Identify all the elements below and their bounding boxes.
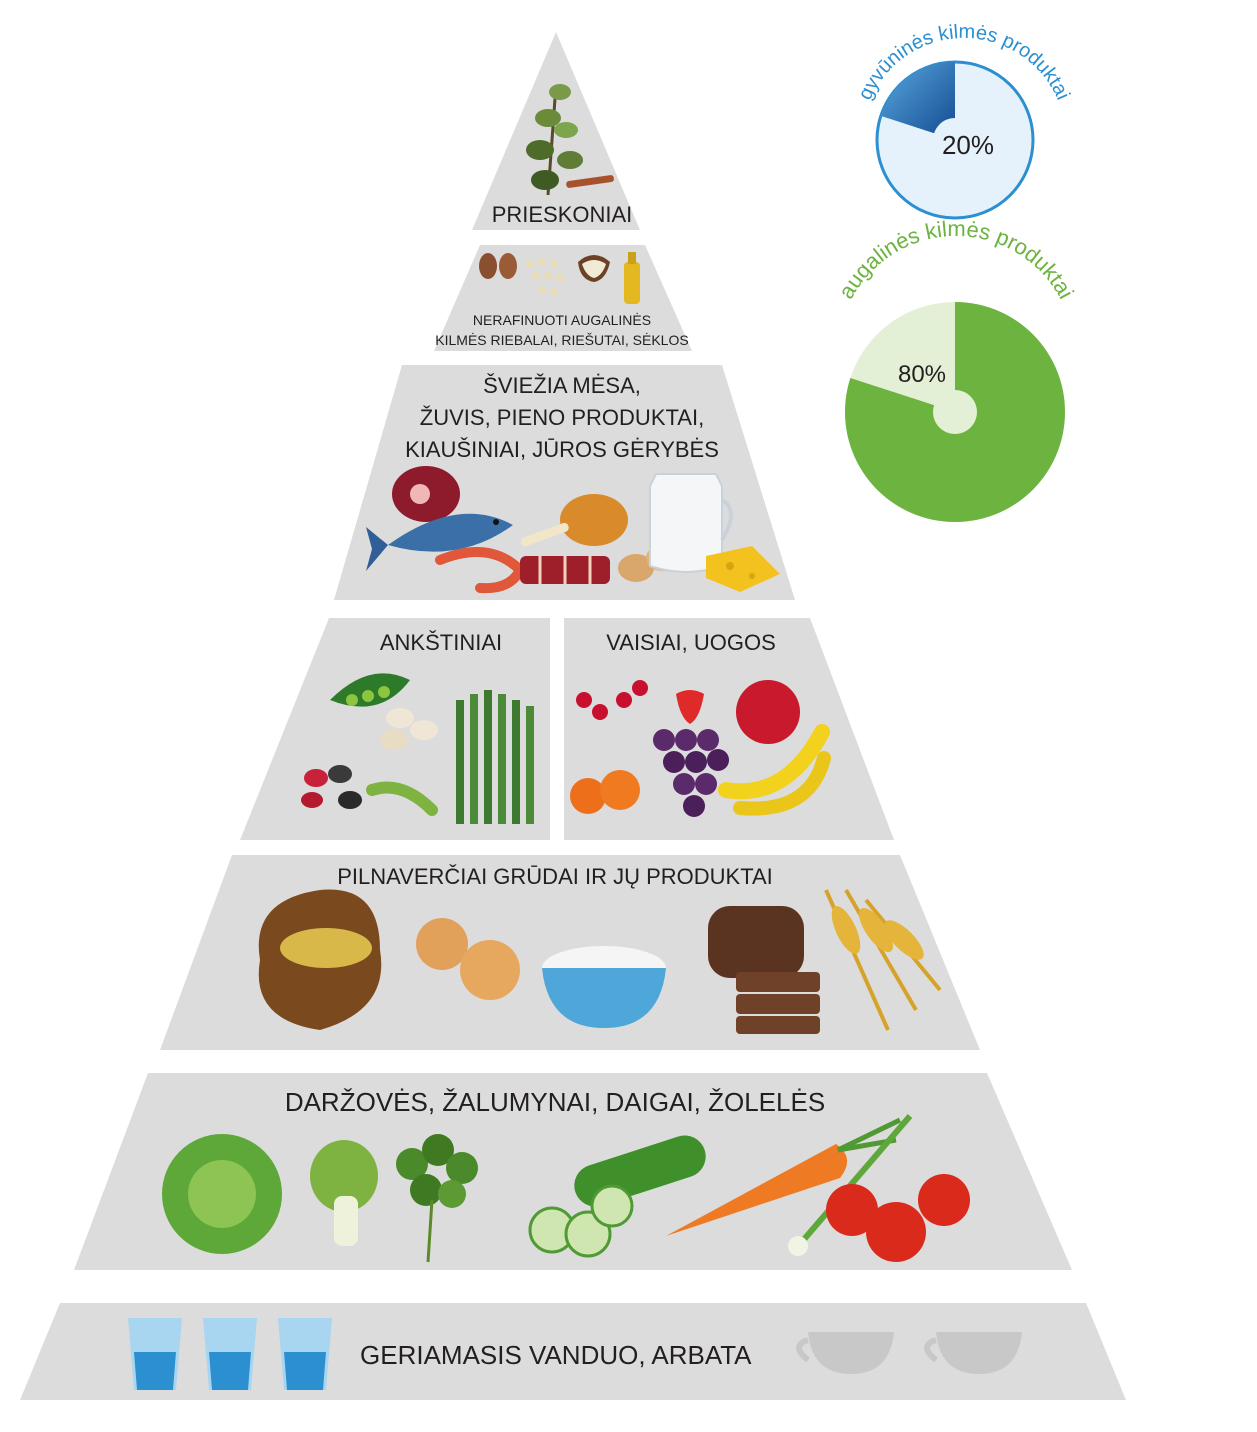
tier-spices-label: PRIESKONIAI (492, 202, 633, 227)
spring-onion-icon (788, 1114, 913, 1256)
tier-water-label: GERIAMASIS VANDUO, ARBATA (360, 1340, 752, 1370)
cheese-icon (706, 546, 780, 592)
chicken-leg-icon (520, 494, 628, 547)
beans-icon (301, 708, 438, 809)
strawberry-icon (676, 690, 704, 724)
tier-fruits-label: VAISIAI, UOGOS (606, 630, 776, 655)
grain-sack-icon (258, 889, 382, 1030)
tier-fats-label-line1: NERAFINUOTI AUGALINĖS (473, 311, 651, 328)
bananas-icon (718, 724, 831, 816)
cabbage-icon (162, 1134, 282, 1254)
tier-vegetables: DARŽOVĖS, ŽALUMYNAI, DAIGAI, ŽOLELĖS (74, 1073, 1072, 1270)
water-glass-icon (203, 1318, 257, 1390)
tier-whole-grains: PILNAVERČIAI GRŪDAI IR JŲ PRODUKTAI (160, 855, 980, 1050)
buns-icon (416, 918, 520, 1000)
green-beans-icon (366, 781, 438, 816)
apple-icon (736, 680, 800, 744)
nuts-seeds-oil-icon (479, 252, 640, 304)
svg-text:augalinės kilmės produktai: augalinės kilmės produktai (833, 216, 1078, 303)
grapes-icon (653, 729, 729, 817)
bok-choy-icon (310, 1140, 378, 1246)
tier-meat-fish-dairy: ŠVIEŽIA MĖSA, ŽUVIS, PIENO PRODUKTAI, KI… (334, 365, 795, 600)
tier-meat-label-line1: ŠVIEŽIA MĖSA, (483, 373, 641, 398)
shrimp-icon (435, 547, 527, 594)
tier-meat-label-line2: ŽUVIS, PIENO PRODUKTAI, (420, 405, 704, 430)
tier-fruits-berries: VAISIAI, UOGOS (564, 618, 894, 840)
tier-fats-nuts-seeds: NERAFINUOTI AUGALINĖS KILMĖS RIEBALAI, R… (434, 245, 692, 351)
rye-bread-icon (708, 906, 820, 1034)
tier-meat-label-line3: KIAUŠINIAI, JŪROS GĖRYBĖS (405, 437, 719, 462)
tier-spices: PRIESKONIAI (472, 32, 640, 230)
plant-products-proportion: augalinės kilmės produktai 80% (833, 216, 1079, 522)
tier-legumes-label: ANKŠTINIAI (380, 630, 502, 655)
herb-icon (526, 84, 614, 196)
oranges-icon (570, 770, 640, 814)
cucumber-icon (528, 1135, 706, 1258)
rice-bowl-icon (542, 946, 666, 1028)
tier-vegetables-label: DARŽOVĖS, ŽALUMYNAI, DAIGAI, ŽOLELĖS (285, 1087, 825, 1117)
cherries-icon (576, 680, 648, 720)
wheat-icon (824, 888, 942, 1031)
tomatoes-icon (826, 1174, 970, 1262)
tea-cup-icon (796, 1332, 894, 1374)
fish-icon (366, 513, 513, 571)
animal-percent-text: 20% (942, 130, 994, 160)
pea-pod-icon (330, 673, 410, 707)
parsley-icon (396, 1134, 478, 1263)
plant-percent-text: 80% (898, 361, 946, 388)
meat-icon (392, 466, 460, 522)
asparagus-icon (456, 690, 534, 824)
tier-grains-label: PILNAVERČIAI GRŪDAI IR JŲ PRODUKTAI (337, 864, 773, 889)
animal-share-wedge (880, 62, 955, 140)
tier-legumes: ANKŠTINIAI (240, 618, 550, 840)
plant-products-label: augalinės kilmės produktai (833, 216, 1078, 303)
ribs-icon (520, 556, 610, 584)
water-glass-icon (128, 1318, 182, 1390)
tea-cup-icon (924, 1332, 1022, 1374)
water-glass-icon (278, 1318, 332, 1390)
tier-fats-label-line2: KILMĖS RIEBALAI, RIEŠUTAI, SĖKLOS (435, 331, 688, 348)
milk-jug-icon (649, 473, 733, 573)
tier-water-tea: GERIAMASIS VANDUO, ARBATA (20, 1303, 1126, 1400)
animal-products-proportion: gyvūninės kilmės produktai 20% (854, 21, 1074, 220)
